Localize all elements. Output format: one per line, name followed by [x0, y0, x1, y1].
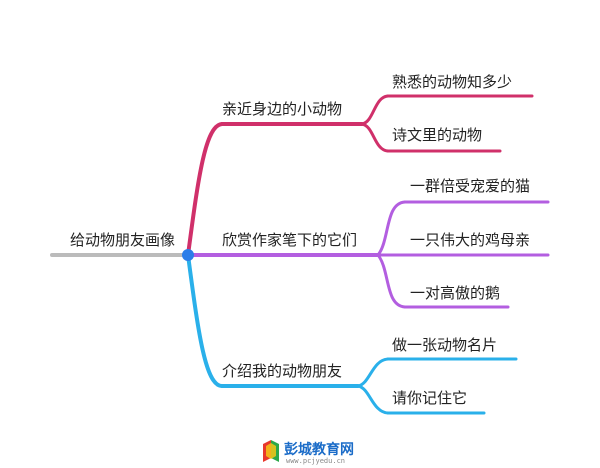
branch-2-child-3-connector [376, 253, 407, 309]
branch-3-child-2-connector [356, 384, 390, 415]
branch-2-child-1-label: 一群倍受宠爱的猫 [410, 177, 530, 195]
center-dot [182, 249, 194, 261]
branch-1-connector [186, 122, 224, 257]
watermark-url: www.pcjyedu.cn [286, 457, 345, 465]
branch-3-child-1-label: 做一张动物名片 [392, 336, 497, 354]
watermark: 彭城教育网 www.pcjyedu.cn [263, 440, 354, 465]
branch-1-child-1-connector [360, 94, 390, 126]
branch-2-child-2-label: 一只伟大的鸡母亲 [410, 231, 530, 249]
branch-1-child-2-connector [360, 122, 390, 153]
branch-1: 亲近身边的小动物 熟悉的动物知多少 诗文里的动物 [186, 73, 534, 257]
branch-2-child-1-connector [376, 200, 407, 257]
branch-2-child-3-label: 一对高傲的鹅 [410, 284, 500, 302]
branch-3: 介绍我的动物朋友 做一张动物名片 请你记住它 [186, 253, 518, 415]
branch-3-child-2-label: 请你记住它 [392, 389, 467, 407]
book-logo-icon [263, 440, 279, 462]
branch-1-child-2-label: 诗文里的动物 [392, 126, 482, 144]
branch-2: 欣赏作家笔下的它们 一群倍受宠爱的猫 一只伟大的鸡母亲 一对高傲的鹅 [186, 177, 550, 309]
branch-2-label: 欣赏作家笔下的它们 [222, 231, 357, 249]
branch-1-label: 亲近身边的小动物 [222, 100, 342, 118]
root-label: 给动物朋友画像 [70, 231, 175, 249]
branch-3-connector [186, 253, 224, 388]
branch-3-label: 介绍我的动物朋友 [222, 362, 342, 380]
branch-1-child-1-label: 熟悉的动物知多少 [392, 73, 512, 91]
watermark-name: 彭城教育网 [284, 441, 354, 458]
branch-3-child-1-connector [356, 357, 390, 388]
